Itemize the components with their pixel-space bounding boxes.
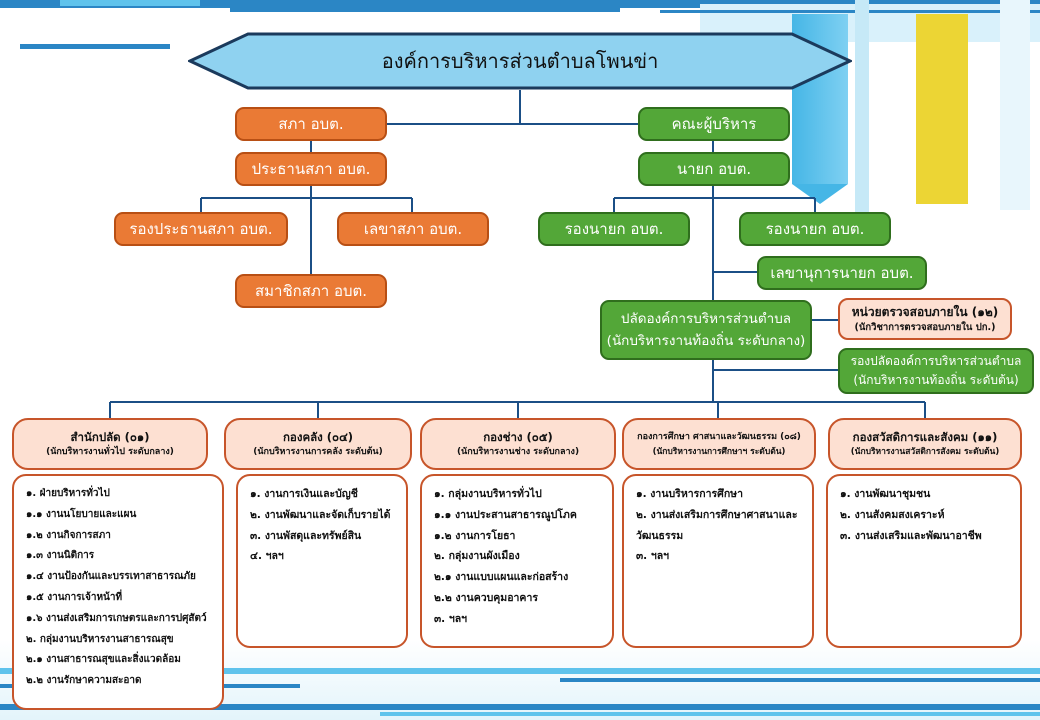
dept-position: (นักบริหารงานสวัสดิการสังคม ระดับต้น): [850, 447, 1000, 457]
dept-header-office: สำนักปลัด (๐๑) (นักบริหารงานทั่วไป ระดับ…: [12, 418, 208, 470]
dept-name: กองช่าง (๐๕): [483, 430, 553, 444]
list-item: ๒. งานสังคมสงเคราะห์: [840, 508, 945, 521]
dept-header-finance: กองคลัง (๐๔) (นักบริหารงานการคลัง ระดับต…: [224, 418, 412, 470]
deputy-mayor-2-box: รองนายก อบต.: [739, 212, 891, 246]
dept-name: กองคลัง (๐๔): [282, 430, 354, 444]
internal-audit-box: หน่วยตรวจสอบภายใน (๑๒) (นักวิชาการตรวจสอ…: [838, 298, 1012, 340]
list-item: ๑.๑ งานประสานสาธารณูปโภค: [434, 508, 577, 521]
mayor-box: นายก อบต.: [638, 152, 790, 186]
executive-board-box: คณะผู้บริหาร: [638, 107, 790, 141]
deputy-permanent-secretary-box: รองปลัดองค์การบริหารส่วนตำบล (นักบริหารง…: [838, 348, 1034, 394]
dept-position: (นักบริหารงานการคลัง ระดับต้น): [253, 447, 383, 457]
list-item: ๓. งานพัสดุและทรัพย์สิน: [250, 529, 362, 542]
council-box: สภา อบต.: [235, 107, 387, 141]
dept-header-engineering: กองช่าง (๐๕) (นักบริหารงานช่าง ระดับกลาง…: [420, 418, 616, 470]
permanent-secretary-box: ปลัดองค์การบริหารส่วนตำบล (นักบริหารงานท…: [600, 300, 812, 360]
dept-welfare-duties: ๑. งานพัฒนาชุมชน ๒. งานสังคมสงเคราะห์ ๓.…: [826, 474, 1022, 648]
council-chair-box: ประธานสภา อบต.: [235, 152, 387, 186]
list-item: ๑.๔ งานป้องกันและบรรเทาสาธารณภัย: [26, 571, 196, 583]
list-item: ๔. ฯลฯ: [250, 550, 284, 563]
list-item: ๑.๓ งานนิติการ: [26, 550, 95, 562]
list-item: ๓. ฯลฯ: [636, 550, 670, 563]
list-item: ๒. กลุ่มงานบริหารงานสาธารณสุข: [26, 633, 174, 645]
list-item: ๓. งานส่งเสริมและพัฒนาอาชีพ: [840, 529, 982, 542]
dept-position: (นักบริหารงานการศึกษาฯ ระดับต้น): [652, 447, 786, 457]
dept-engineering-duties: ๑. กลุ่มงานบริหารทั่วไป ๑.๑ งานประสานสาธ…: [420, 474, 614, 648]
dept-position: (นักบริหารงานช่าง ระดับกลาง): [456, 447, 580, 457]
list-item: ๒. กลุ่มงานผังเมือง: [434, 550, 520, 563]
list-item: ๑. งานบริหารการศึกษา: [636, 488, 744, 500]
dept-header-education: กองการศึกษา ศาสนาและวัฒนธรรม (๐๘) (นักบร…: [622, 418, 816, 470]
dept-name: สำนักปลัด (๐๑): [70, 430, 150, 444]
list-item: ๒. งานพัฒนาและจัดเก็บรายได้: [250, 508, 391, 521]
list-item: ๓. ฯลฯ: [434, 612, 468, 625]
list-item: ๑.๒ งานกิจการสภา: [26, 529, 111, 541]
internal-audit-title: หน่วยตรวจสอบภายใน (๑๒): [851, 305, 999, 319]
dept-finance-duties: ๑. งานการเงินและบัญชี ๒. งานพัฒนาและจัดเ…: [236, 474, 408, 648]
list-item: ๑. ฝ่ายบริหารทั่วไป: [26, 488, 110, 499]
dept-name: กองสวัสดิการและสังคม (๑๑): [852, 430, 998, 444]
list-item: ๒. งานส่งเสริมการศึกษาศาสนาและวัฒนธรรม: [636, 508, 798, 542]
council-vice-chair-box: รองประธานสภา อบต.: [114, 212, 288, 246]
council-secretary-box: เลขาสภา อบต.: [337, 212, 489, 246]
list-item: ๑.๒ งานการโยธา: [434, 529, 516, 542]
permanent-secretary-level: (นักบริหารงานท้องถิ่น ระดับกลาง): [606, 333, 806, 349]
list-item: ๑. งานพัฒนาชุมชน: [840, 488, 931, 500]
internal-audit-position: (นักวิชาการตรวจสอบภายใน ปก.): [854, 322, 996, 333]
council-members-box: สมาชิกสภา อบต.: [235, 274, 387, 308]
mayor-secretary-box: เลขานุการนายก อบต.: [757, 256, 927, 290]
list-item: ๒.๒ งานควบคุมอาคาร: [434, 591, 538, 604]
list-item: ๑.๖ งานส่งเสริมการเกษตรและการปศุสัตว์: [26, 612, 207, 624]
dept-education-duties: ๑. งานบริหารการศึกษา ๒. งานส่งเสริมการศึ…: [622, 474, 814, 648]
list-item: ๑. งานการเงินและบัญชี: [250, 488, 358, 500]
dept-position: (นักบริหารงานทั่วไป ระดับกลาง): [46, 447, 174, 457]
title-banner-shape: [188, 32, 852, 90]
dept-office-duties: ๑. ฝ่ายบริหารทั่วไป ๑.๑ งานนโยบายและแผน …: [12, 474, 224, 710]
dept-header-welfare: กองสวัสดิการและสังคม (๑๑) (นักบริหารงานส…: [828, 418, 1022, 470]
org-title: องค์การบริหารส่วนตำบลโพนข่า: [381, 49, 659, 73]
list-item: ๑.๑ งานนโยบายและแผน: [26, 508, 137, 520]
deputy-permanent-secretary-title: รองปลัดองค์การบริหารส่วนตำบล: [850, 354, 1022, 368]
list-item: ๒.๒ งานรักษาความสะอาด: [26, 675, 142, 687]
dept-name: กองการศึกษา ศาสนาและวัฒนธรรม (๐๘): [637, 432, 801, 442]
list-item: ๒.๑ งานสาธารณสุขและสิ่งแวดล้อม: [26, 654, 181, 666]
deputy-permanent-secretary-level: (นักบริหารงานท้องถิ่น ระดับต้น): [853, 373, 1019, 387]
list-item: ๑.๕ งานการเจ้าหน้าที่: [26, 591, 123, 603]
list-item: ๒.๑ งานแบบแผนและก่อสร้าง: [434, 571, 569, 584]
deputy-mayor-1-box: รองนายก อบต.: [538, 212, 690, 246]
list-item: ๑. กลุ่มงานบริหารทั่วไป: [434, 488, 542, 500]
permanent-secretary-title: ปลัดองค์การบริหารส่วนตำบล: [620, 311, 792, 327]
